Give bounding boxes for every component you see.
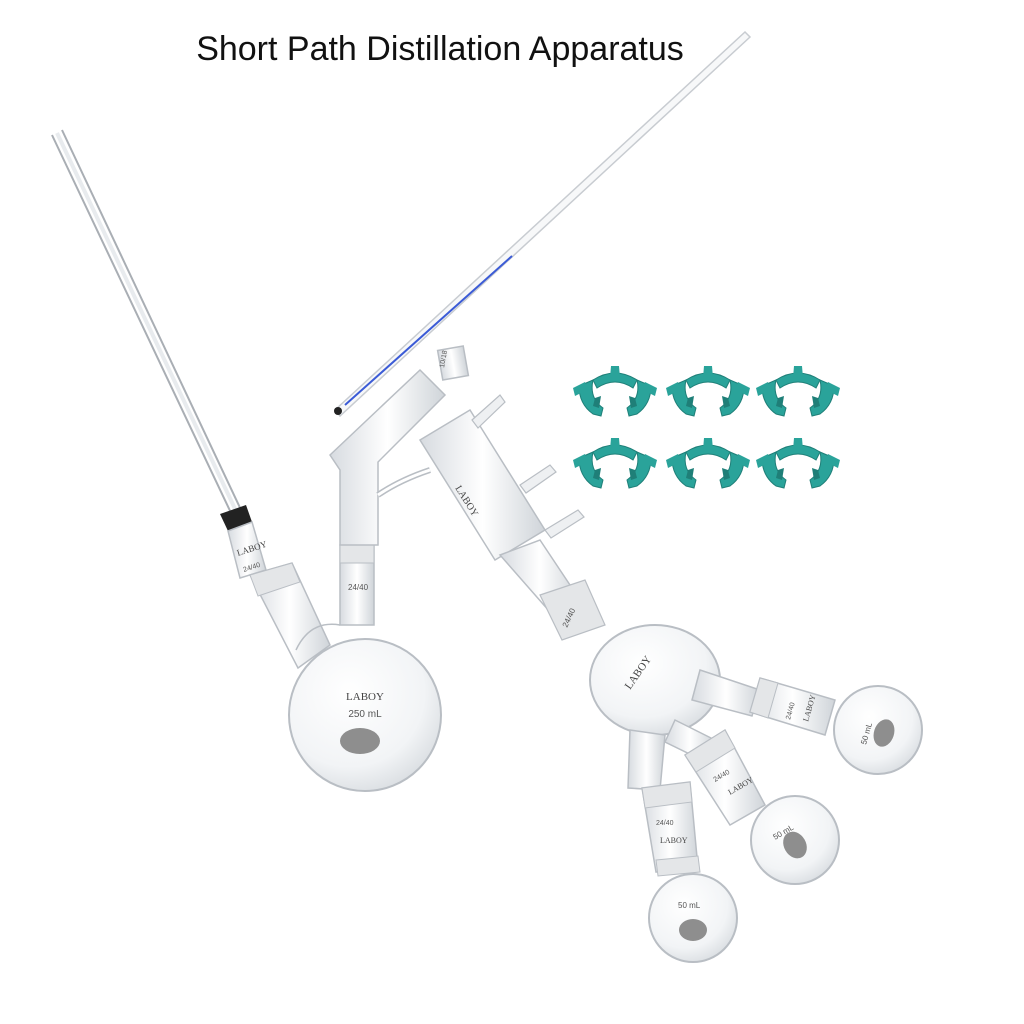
bottom-flask-joint-label: 24/40 (656, 820, 674, 827)
keck-clip-icon (755, 437, 841, 489)
receiving-flask-right: 24/40 LABOY 50 mL (749, 677, 923, 775)
capillary-tube (51, 129, 243, 516)
cow-receiver: 24/40 LABOY (539, 579, 761, 791)
receiving-flask-bottom: 24/40 LABOY 50 mL (641, 781, 738, 963)
hose-barb-bottom (544, 509, 585, 539)
flask-label-oval (340, 728, 380, 754)
receiving-flask-middle: 24/40 LABOY 50 mL (683, 728, 840, 885)
distillation-head: 10/18 (329, 345, 470, 546)
flask-volume-label: 250 mL (348, 709, 382, 720)
right-flask-joint-label: 24/40 (785, 702, 797, 721)
flask-brand: LABOY (346, 691, 384, 703)
keck-clip-icon (665, 365, 751, 417)
keck-clip-icon (755, 365, 841, 417)
bottom-flask-brand: LABOY (660, 836, 688, 845)
thermometer-port-joint-label: 10/18 (439, 350, 449, 369)
capillary-adapter: LABOY 24/40 (227, 521, 269, 579)
two-neck-flask-250ml: 24/40 LABOY 250 mL (248, 544, 442, 792)
keck-clip-icon (665, 437, 751, 489)
hose-barb-middle (519, 464, 557, 494)
keck-clip-icon (572, 437, 658, 489)
bottom-flask-volume: 50 mL (678, 901, 701, 910)
keck-clip-icon (573, 366, 657, 417)
thermometer (333, 30, 752, 418)
condenser: LABOY (418, 394, 585, 613)
keck-clips (572, 365, 841, 489)
page-title: Short Path Distillation Apparatus (196, 30, 684, 68)
hose-barb-top (471, 394, 506, 429)
center-neck-joint-label: 24/40 (348, 583, 369, 592)
